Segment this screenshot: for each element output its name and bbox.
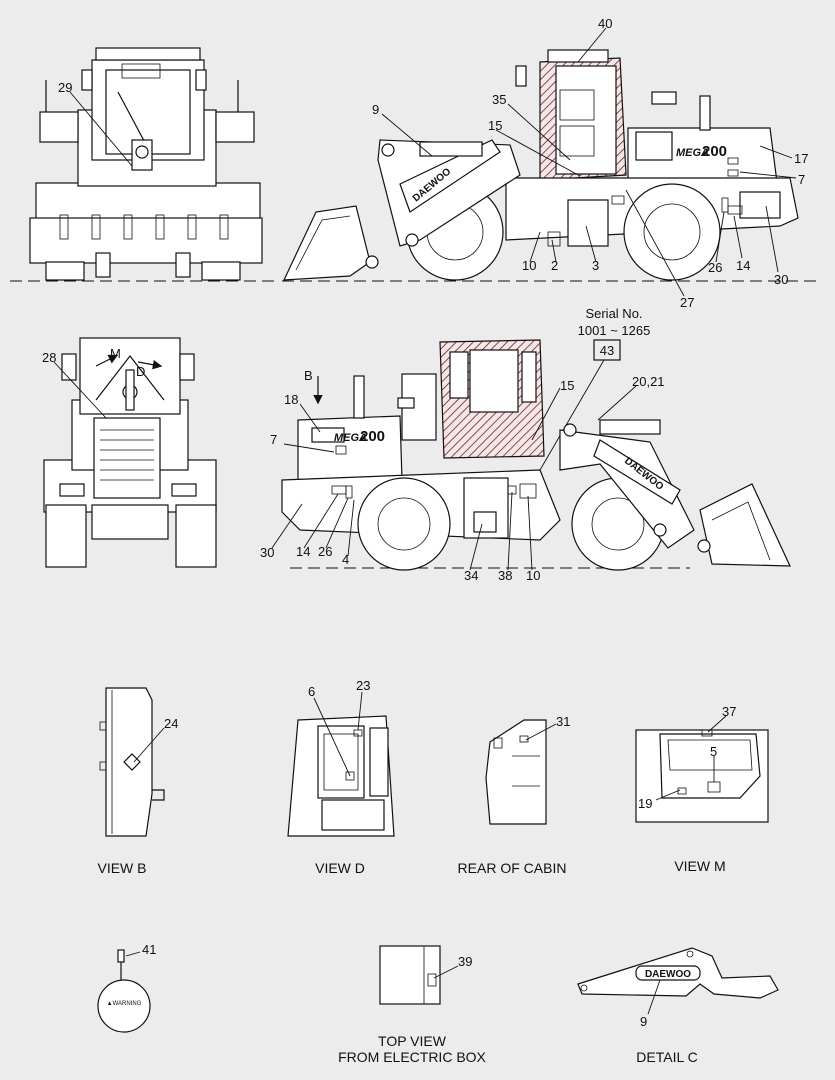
svg-text:17: 17 xyxy=(794,151,808,166)
side-view-mid: MEGA 200 DAEWOO B xyxy=(260,339,791,583)
model-label-mid: MEGA xyxy=(334,432,367,444)
svg-text:30: 30 xyxy=(260,545,274,560)
svg-text:4: 4 xyxy=(342,552,349,567)
svg-text:14: 14 xyxy=(736,258,750,273)
svg-text:15: 15 xyxy=(560,378,574,393)
svg-text:37: 37 xyxy=(722,704,736,719)
detail-c: DAEWOO 9 DETAIL C xyxy=(577,947,779,1065)
view-arrow-b: B xyxy=(304,368,313,383)
serial-box: 43 xyxy=(600,343,614,358)
sticker-text: ▲WARNING xyxy=(107,1001,142,1007)
svg-text:14: 14 xyxy=(296,544,310,559)
svg-text:23: 23 xyxy=(356,678,370,693)
svg-text:5: 5 xyxy=(710,744,717,759)
caption-view-b: VIEW B xyxy=(97,860,146,876)
svg-text:26: 26 xyxy=(708,260,722,275)
svg-text:24: 24 xyxy=(164,716,178,731)
model-number-mid: 200 xyxy=(360,428,385,445)
electric-box-top-view: 39 TOP VIEW FROM ELECTRIC BOX xyxy=(338,945,487,1065)
svg-text:39: 39 xyxy=(458,954,472,969)
model-label-top: MEGA xyxy=(676,147,709,159)
rear-view-mid: M D 28 xyxy=(42,337,217,568)
svg-text:2: 2 xyxy=(551,258,558,273)
svg-text:38: 38 xyxy=(498,568,512,583)
svg-text:41: 41 xyxy=(142,942,156,957)
svg-text:31: 31 xyxy=(556,714,570,729)
svg-text:7: 7 xyxy=(798,172,805,187)
serial-title: Serial No. xyxy=(585,306,642,321)
caption-top-view-2: FROM ELECTRIC BOX xyxy=(338,1049,486,1065)
svg-text:19: 19 xyxy=(638,796,652,811)
view-m: 37 5 19 VIEW M xyxy=(635,704,769,874)
view-d: 6 23 VIEW D xyxy=(287,678,395,876)
caption-view-d: VIEW D xyxy=(315,860,365,876)
svg-text:6: 6 xyxy=(308,684,315,699)
rear-of-cabin: 31 REAR OF CABIN xyxy=(458,714,571,876)
svg-text:20,21: 20,21 xyxy=(632,374,665,389)
view-arrow-d: D xyxy=(136,364,145,379)
front-view-top: 29 xyxy=(10,47,275,282)
svg-text:28: 28 xyxy=(42,350,56,365)
svg-text:18: 18 xyxy=(284,392,298,407)
svg-text:10: 10 xyxy=(522,258,536,273)
serial-range: 1001 ~ 1265 xyxy=(578,323,651,338)
side-view-top: MEGA 200 DAEWOO xyxy=(282,16,820,310)
svg-text:34: 34 xyxy=(464,568,478,583)
svg-text:15: 15 xyxy=(488,118,502,133)
svg-text:40: 40 xyxy=(598,16,612,31)
view-b: 24 VIEW B xyxy=(97,687,178,876)
serial-number-block: Serial No. 1001 ~ 1265 43 xyxy=(539,306,651,471)
view-arrow-m: M xyxy=(110,346,121,361)
svg-text:7: 7 xyxy=(270,432,277,447)
caption-rear-cabin: REAR OF CABIN xyxy=(458,860,567,876)
caption-top-view-1: TOP VIEW xyxy=(378,1033,447,1049)
badge-detail: DAEWOO xyxy=(645,969,691,980)
svg-text:9: 9 xyxy=(372,102,379,117)
svg-text:3: 3 xyxy=(592,258,599,273)
caption-view-m: VIEW M xyxy=(674,858,725,874)
svg-text:29: 29 xyxy=(58,80,72,95)
svg-text:10: 10 xyxy=(526,568,540,583)
warning-sticker: ▲WARNING 41 xyxy=(97,942,156,1033)
svg-text:9: 9 xyxy=(640,1014,647,1029)
caption-detail-c: DETAIL C xyxy=(636,1049,697,1065)
model-number-top: 200 xyxy=(702,143,727,160)
svg-text:27: 27 xyxy=(680,295,694,310)
svg-text:35: 35 xyxy=(492,92,506,107)
svg-text:26: 26 xyxy=(318,544,332,559)
svg-text:30: 30 xyxy=(774,272,788,287)
